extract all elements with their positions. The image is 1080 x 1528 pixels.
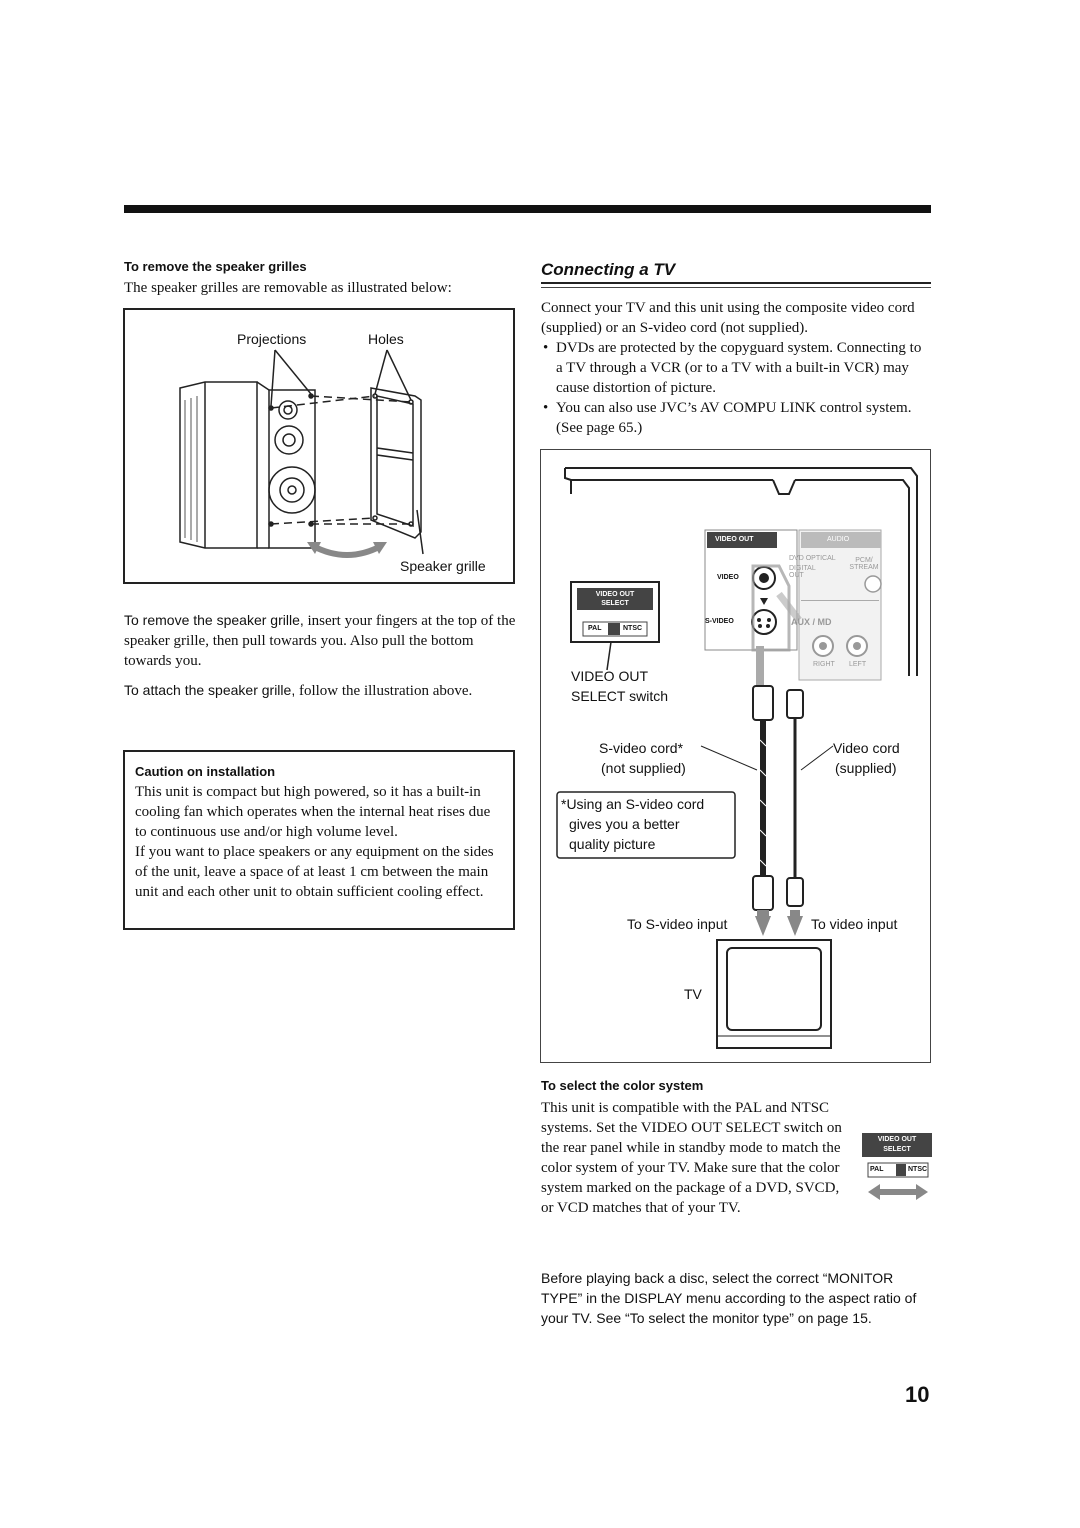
tv-label: TV [684,986,702,1002]
switch-title-1: VIDEO OUT [595,591,635,598]
switch-icon-ntsc: NTSC [908,1166,928,1173]
title-rule [541,282,931,284]
grilles-intro: The speaker grilles are removable as ill… [124,280,452,296]
note-line-1: *Using an S-video cord [561,796,705,812]
attach-instruction: To attach the speaker grille, follow the… [124,680,516,701]
speaker-grille-label: Speaker grille [400,558,486,574]
projections-label: Projections [237,331,307,347]
pal-label: PAL [588,625,602,632]
note-line-2: gives you a better [569,816,680,832]
ntsc-label: NTSC [623,625,643,632]
speaker-figure: Projections Holes Speaker grille [123,308,515,584]
digital-out-label: DIGITAL OUT [789,565,816,579]
to-svideo-input-label: To S-video input [627,916,728,932]
note-line-3: quality picture [569,836,656,852]
attach-lead: To attach the speaker grille, [124,682,296,698]
pcm-stream-label: PCM/ STREAM [849,557,879,571]
dvd-optical-label: DVD OPTICAL [789,555,836,562]
remove-rest: insert your fingers at the top of the sp… [124,613,516,669]
holes-label: Holes [368,331,404,347]
video-cord-label: Video cord [833,740,900,756]
caution-box: Caution on installation This unit is com… [123,750,515,930]
page-number: 10 [905,1382,930,1407]
top-rule [124,205,931,213]
svideo-cord-label: S-video cord* [599,740,684,756]
bullet-2-text: You can also use JVC’s AV COMPU LINK con… [556,400,912,436]
caution-title: Caution on installation [135,764,276,779]
left-channel-label: LEFT [849,661,867,668]
aux-md-label: AUX / MD [791,617,832,627]
to-video-input-label: To video input [811,916,898,932]
bullet-1: •DVDs are protected by the copyguard sys… [543,340,922,396]
intro-text: Connect your TV and this unit using the … [541,300,915,336]
monitor-type-note: Before playing back a disc, select the c… [541,1270,917,1326]
switch-icon-pal: PAL [870,1166,884,1173]
caution-paragraph-2: If you want to place speakers or any equ… [135,844,494,900]
video-out-tab: VIDEO OUT [715,536,754,543]
remove-lead: To remove the speaker grille, [124,612,304,628]
connection-diagram: VIDEO OUT AUDIO VIDEO S-VIDEO DVD OPTICA… [540,449,931,1063]
switch-icon-title-1: VIDEO OUT [877,1136,917,1143]
video-out-select-switch-icon: VIDEO OUT SELECT PAL NTSC [862,1132,932,1202]
color-system-heading: To select the color system [541,1078,704,1093]
title-rule-thin [541,287,931,288]
diagram-drawing [556,467,918,1049]
caution-paragraph-1: This unit is compact but high powered, s… [135,784,491,840]
remove-instruction: To remove the speaker grille, insert you… [124,610,516,671]
video-cord-note: (supplied) [835,760,897,776]
svideo-cord-note: (not supplied) [601,760,686,776]
audio-tab: AUDIO [827,536,850,543]
switch-label-2: SELECT switch [571,688,668,704]
video-jack-label: VIDEO [717,574,739,581]
color-system-text: This unit is compatible with the PAL and… [541,1100,842,1216]
switch-label-1: VIDEO OUT [571,668,649,684]
bullet-2: •You can also use JVC’s AV COMPU LINK co… [543,400,912,436]
switch-title-2: SELECT [601,600,629,607]
grilles-heading: To remove the speaker grilles [124,259,307,274]
speaker-illustration [179,349,424,558]
svideo-jack-label: S-VIDEO [705,618,734,625]
right-channel-label: RIGHT [813,661,835,668]
section-title: Connecting a TV [541,260,676,279]
switch-icon-title-2: SELECT [883,1146,911,1153]
attach-rest: follow the illustration above. [295,683,473,699]
bullet-1-text: DVDs are protected by the copyguard syst… [556,340,922,396]
